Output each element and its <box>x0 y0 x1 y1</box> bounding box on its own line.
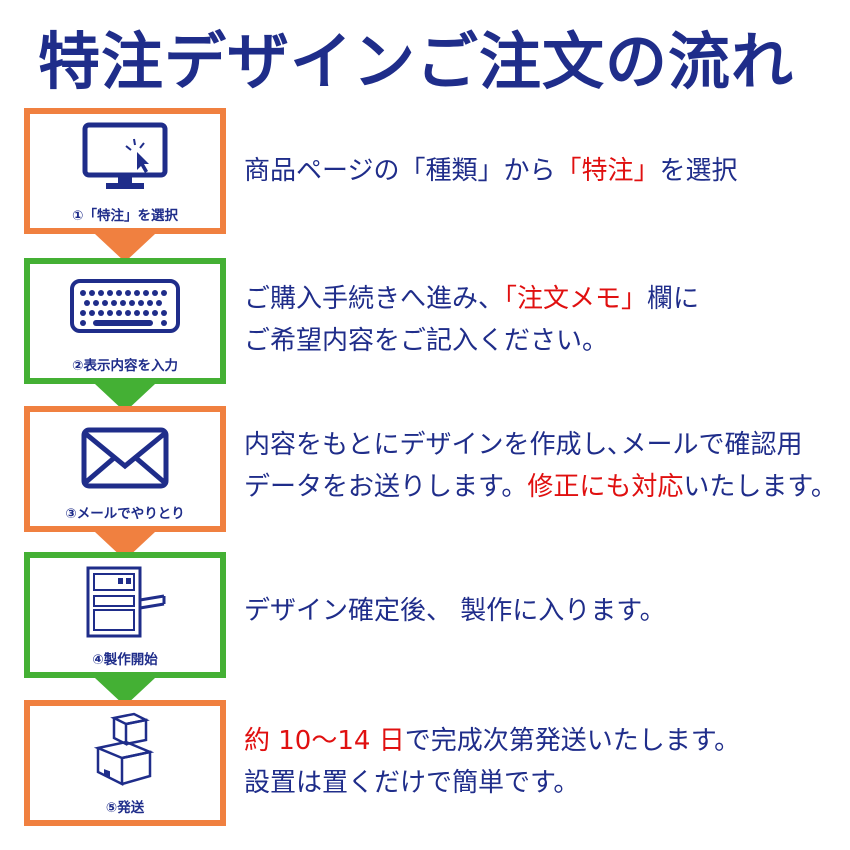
step-arrow-1 <box>95 234 155 262</box>
keyboard-icon <box>70 279 180 333</box>
step-3-desc-highlight: 修正にも対応 <box>527 472 684 502</box>
step-3-label: ③メールでやりとり <box>65 506 185 522</box>
printer-machine-icon <box>86 566 166 638</box>
step-2-label: ②表示内容を入力 <box>72 358 178 374</box>
envelope-icon <box>81 427 169 489</box>
step-5-desc-highlight: 約 10～14 日 <box>244 726 405 756</box>
step-2-box: ②表示内容を入力 <box>24 258 226 384</box>
step-2-desc-line-2: ご希望内容をご記入ください。 <box>244 326 609 356</box>
step-2-desc-text-end: 欄に <box>647 284 700 314</box>
step-1-description: 商品ページの「種類」から「特注」を選択 <box>244 150 844 192</box>
step-2-desc-text: ご購入手続きへ進み、 <box>244 284 505 314</box>
step-3-desc-text: データをお送りします。 <box>244 472 528 502</box>
step-2-desc-line-1: ご購入手続きへ進み、「注文メモ」欄に <box>244 278 844 320</box>
step-1-desc-highlight: 「特注」 <box>555 156 660 186</box>
step-5-desc-line-1: 約 10～14 日で完成次第発送いたします。 <box>244 720 844 762</box>
step-5-box: ⑤発送 <box>24 700 226 826</box>
step-2-desc-highlight: 「注文メモ」 <box>504 284 648 314</box>
step-1-desc-text: 商品ページの「種類」から <box>244 156 556 186</box>
step-1-box: ①「特注」を選択 <box>24 108 226 234</box>
step-3-description: 内容をもとにデザインを作成し､メールで確認用 データをお送りします。修正にも対応… <box>244 424 844 508</box>
step-4-label: ④製作開始 <box>92 652 158 668</box>
computer-cursor-icon <box>82 122 168 189</box>
step-5-desc-line-2: 設置は置くだけで簡単です。 <box>244 768 580 798</box>
step-5-description: 約 10～14 日で完成次第発送いたします。 設置は置くだけで簡単です。 <box>244 720 844 804</box>
step-2-description: ご購入手続きへ進み、「注文メモ」欄に ご希望内容をご記入ください。 <box>244 278 844 362</box>
boxes-icon <box>93 712 155 787</box>
step-3-box: ③メールでやりとり <box>24 406 226 532</box>
step-5-desc-text: で完成次第発送いたします。 <box>404 726 741 756</box>
step-4-description: デザイン確定後、 製作に入ります。 <box>244 596 666 626</box>
step-1-desc-text-end: を選択 <box>659 156 738 186</box>
step-4-box: ④製作開始 <box>24 552 226 678</box>
step-3-desc-line-2: データをお送りします。修正にも対応いたします。 <box>244 466 844 508</box>
step-1-label: ①「特注」を選択 <box>72 208 178 224</box>
step-3-desc-line-1: 内容をもとにデザインを作成し､メールで確認用 <box>244 430 803 460</box>
page-title: 特注デザインご注文の流れ <box>38 25 795 98</box>
step-5-label: ⑤発送 <box>105 800 145 816</box>
step-3-desc-text-end: いたします。 <box>683 472 837 502</box>
